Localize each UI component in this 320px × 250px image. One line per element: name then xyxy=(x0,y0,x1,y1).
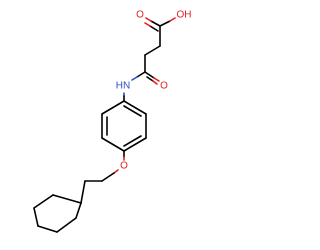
structure-diagram: O OH O HN O xyxy=(33,10,192,233)
chain-bond-2 xyxy=(144,45,161,56)
carbonyl-bond-c1 xyxy=(150,20,161,27)
amide-group: O HN xyxy=(116,71,168,102)
amide-oxygen-label: O xyxy=(160,81,168,92)
carboxylic-acid-group: O OH xyxy=(136,10,192,32)
cyclohexane-ring xyxy=(33,194,82,233)
hydroxyl-label: OH xyxy=(177,10,192,21)
amide-nh-label: HN xyxy=(116,81,130,92)
ethyl-linker xyxy=(80,180,103,204)
aromatic-inner-bond xyxy=(123,135,142,147)
aromatic-inner-bond xyxy=(123,105,142,117)
benzene-ring xyxy=(101,100,147,152)
carbonyl-bond-c1-inner xyxy=(149,25,159,32)
hydroxyl-bond xyxy=(159,20,171,27)
amide-carbonyl-bond xyxy=(144,71,155,79)
carboxyl-oxygen-label: O xyxy=(136,10,144,21)
amide-carbonyl-bond-inner xyxy=(146,76,154,82)
ether-oxygen-label: O xyxy=(120,161,128,172)
amide-cn-bond xyxy=(136,71,146,78)
succinyl-chain xyxy=(144,25,161,73)
ether-linkage: O xyxy=(101,150,128,182)
